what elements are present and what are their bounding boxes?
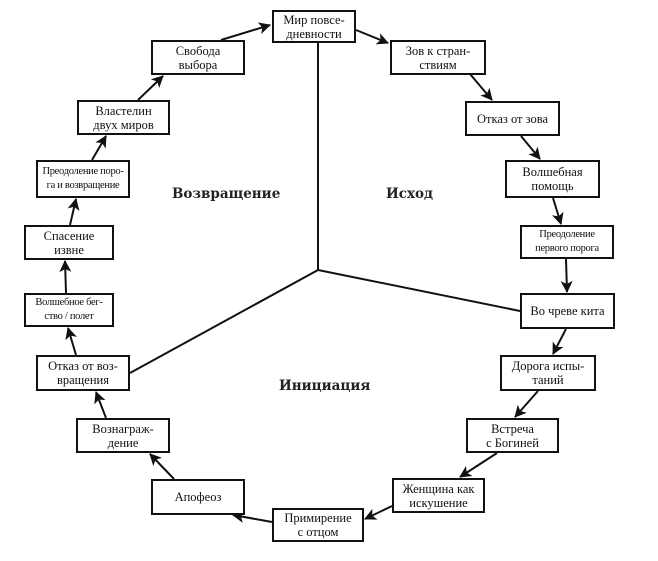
flow-arrow-7: [514, 390, 539, 418]
phase-label-departure: Исход: [386, 186, 434, 202]
flow-arrow-10: [232, 511, 273, 523]
flow-arrow-1: [355, 29, 389, 45]
stage-label: Мир повсе- дневности: [283, 12, 345, 41]
flow-arrow-11: [149, 453, 175, 480]
stage-road-of-trials: Дорога испы- таний: [500, 355, 596, 391]
flow-arrow-9: [364, 505, 393, 520]
stage-crossing-first-threshold: Преодоление первого порога: [520, 225, 614, 259]
stage-label: Зов к стран- ствиям: [405, 43, 471, 72]
stage-label: Апофеоз: [174, 490, 222, 504]
stage-label: Встреча с Богиней: [486, 421, 539, 450]
stage-refusal-of-call: Отказ от зова: [465, 101, 560, 136]
stage-label: Свобода выбора: [175, 43, 221, 72]
stage-label: Во чреве кита: [530, 304, 605, 318]
stage-ultimate-boon: Вознаграж- дение: [76, 418, 170, 453]
flow-arrow-15: [67, 198, 80, 226]
stage-meeting-goddess: Встреча с Богиней: [466, 418, 559, 453]
stage-ordinary-world: Мир повсе- дневности: [272, 10, 356, 43]
flow-arrow-17: [137, 75, 164, 101]
stage-label: Волшебное бег- ство / полет: [35, 297, 103, 322]
divider-line-right: [317, 269, 521, 312]
stage-supernatural-aid: Волшебная помощь: [505, 160, 600, 198]
flow-arrow-14: [59, 260, 72, 294]
flow-arrow-12: [94, 391, 107, 419]
flow-arrow-2: [469, 73, 493, 101]
stage-apotheosis: Апофеоз: [151, 479, 245, 515]
stage-refusal-of-return: Отказ от воз- вращения: [36, 355, 130, 391]
phase-label-return: Возвращение: [172, 186, 281, 202]
stage-master-of-two-worlds: Властелин двух миров: [77, 100, 170, 135]
stage-label: Женщина как искушение: [402, 481, 475, 510]
divider-line-left: [129, 269, 319, 374]
stage-label: Волшебная помощь: [522, 165, 583, 193]
stage-magic-flight: Волшебное бег- ство / полет: [24, 293, 114, 327]
flow-arrow-8: [459, 452, 498, 478]
stage-belly-of-whale: Во чреве кита: [520, 293, 615, 329]
stage-label: Дорога испы- таний: [511, 359, 585, 387]
stage-label: Преодоление первого порога: [535, 229, 599, 254]
stage-label: Вознаграж- дение: [92, 421, 154, 450]
stage-label: Преодоление поро- га и возвращение: [42, 166, 124, 191]
stage-label: Властелин двух миров: [93, 103, 154, 132]
stage-freedom-to-live: Свобода выбора: [151, 40, 245, 75]
phase-dividers: [129, 42, 521, 374]
stage-label: Отказ от воз- вращения: [48, 359, 118, 387]
flow-arrows: [59, 22, 573, 523]
flow-arrow-4: [552, 197, 564, 225]
stage-label: Спасение извне: [43, 228, 95, 257]
stage-label: Примирение с отцом: [284, 511, 352, 539]
flow-arrow-6: [552, 328, 567, 355]
stage-rescue-from-without: Спасение извне: [24, 225, 114, 260]
stage-crossing-return-threshold: Преодоление поро- га и возвращение: [36, 160, 130, 198]
flow-arrow-5: [560, 258, 573, 293]
stage-call-to-adventure: Зов к стран- ствиям: [390, 40, 486, 75]
stage-atonement-with-father: Примирение с отцом: [272, 508, 364, 542]
flow-arrow-18: [220, 22, 271, 41]
flow-arrow-3: [520, 135, 541, 160]
stage-woman-as-temptress: Женщина как искушение: [392, 478, 485, 513]
phase-label-initiation: Инициация: [279, 378, 371, 394]
flow-arrow-13: [65, 327, 77, 356]
stage-label: Отказ от зова: [476, 111, 549, 126]
flow-arrow-16: [91, 135, 107, 161]
